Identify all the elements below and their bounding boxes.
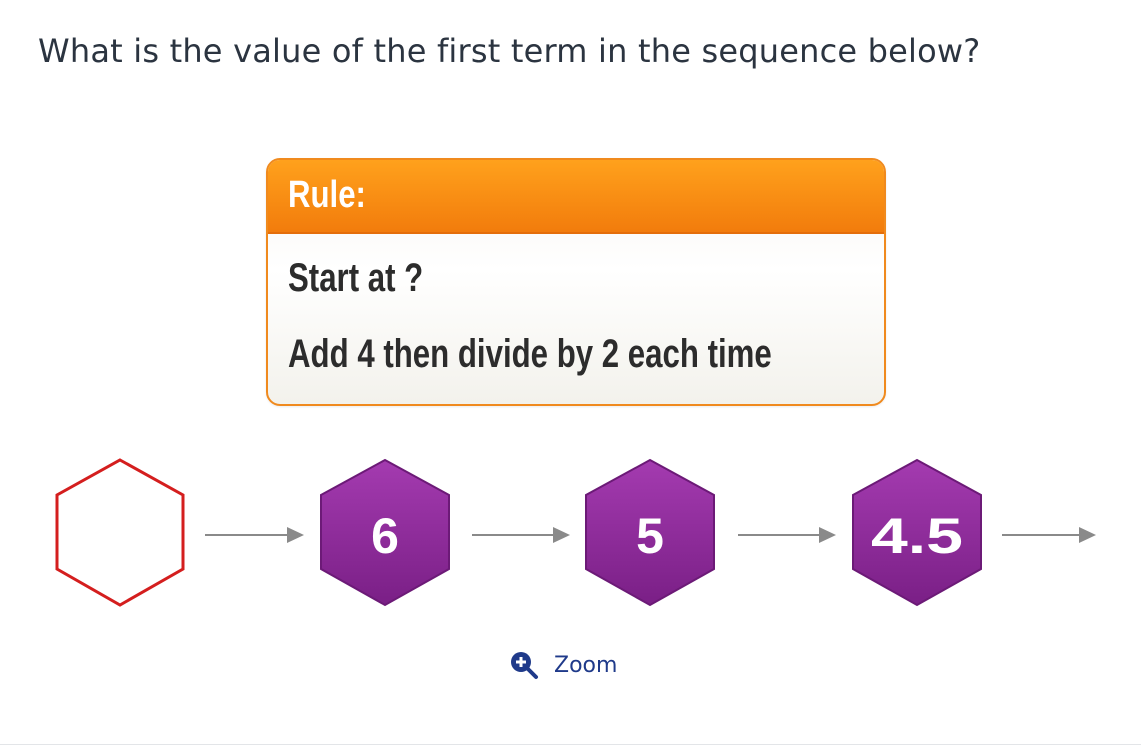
rule-title: Rule: <box>288 174 366 216</box>
zoom-label: Zoom <box>554 652 618 678</box>
term-3-hexagon <box>585 458 715 607</box>
arrow-right-icon <box>205 527 304 543</box>
rule-start-line: Start at ? <box>288 256 424 300</box>
term-1-empty-hexagon <box>55 458 185 607</box>
sequence-graphic: 6 5 4.5 <box>55 458 1096 607</box>
arrow-right-icon <box>472 527 570 543</box>
rule-card-header: Rule: <box>268 160 884 234</box>
zoom-in-icon <box>511 652 538 679</box>
arrow-right-icon <box>738 527 836 543</box>
rule-card: Rule: Start at ? Add 4 then divide by 2 … <box>266 158 886 406</box>
term-2-hexagon <box>320 458 450 607</box>
zoom-button[interactable]: Zoom <box>508 648 617 682</box>
question-text: What is the value of the first term in t… <box>38 32 981 70</box>
arrow-right-icon <box>1002 527 1096 543</box>
rule-operation-line: Add 4 then divide by 2 each time <box>288 332 772 376</box>
term-4-hexagon <box>852 458 982 607</box>
divider <box>0 744 1141 745</box>
term-2-value: 6 <box>371 508 399 564</box>
term-4-value: 4.5 <box>871 508 963 564</box>
sequence-row: 6 5 4.5 <box>0 455 1141 615</box>
term-3-value: 5 <box>636 508 664 564</box>
